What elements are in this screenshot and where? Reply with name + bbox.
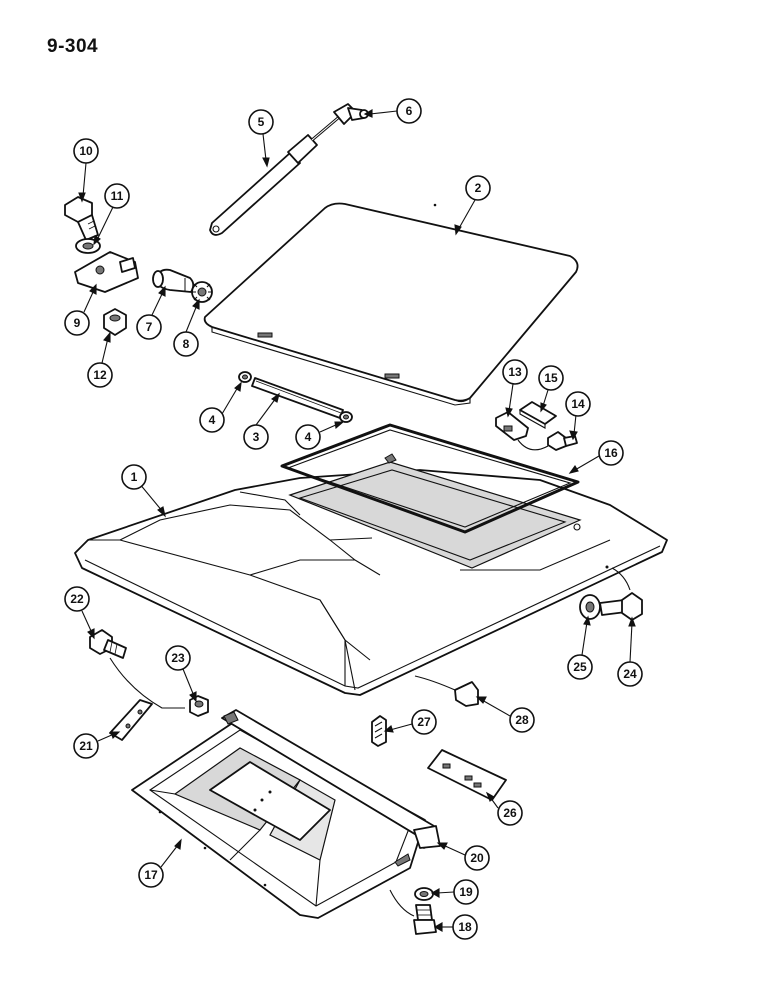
- callout-17: 17: [138, 862, 164, 888]
- svg-text:6: 6: [406, 104, 413, 118]
- callout-25: 25: [567, 654, 593, 680]
- callout-18: 18: [452, 914, 478, 940]
- bracket: [454, 681, 479, 707]
- callout-4a: 4: [199, 407, 225, 433]
- callout-23: 23: [165, 645, 191, 671]
- pivot-pin: [152, 268, 195, 293]
- callout-5: 5: [248, 109, 274, 135]
- bolt: [599, 592, 643, 621]
- callout-10: 10: [73, 138, 99, 164]
- callout-26: 26: [497, 800, 523, 826]
- headliner: [131, 717, 426, 919]
- bolt: [413, 904, 437, 935]
- roof-panel: [74, 461, 668, 696]
- retainer: [238, 371, 353, 423]
- svg-text:28: 28: [515, 713, 529, 727]
- hatch-cover: [203, 202, 579, 406]
- clip: [371, 715, 387, 747]
- callout-13: 13: [502, 359, 528, 385]
- svg-text:1: 1: [131, 470, 138, 484]
- callout-3: 3: [243, 424, 269, 450]
- nut: [103, 308, 127, 336]
- page-number: 9-304: [47, 36, 99, 57]
- washer: [579, 594, 601, 620]
- leader-lines: [78, 109, 636, 932]
- ball-socket: [333, 103, 369, 125]
- callout-16: 16: [598, 440, 624, 466]
- svg-text:26: 26: [503, 806, 517, 820]
- washer: [414, 887, 434, 901]
- callout-4b: 4: [295, 424, 321, 450]
- svg-text:11: 11: [111, 189, 124, 203]
- trim-strip: [221, 709, 441, 849]
- callout-20: 20: [464, 845, 490, 871]
- callout-22: 22: [64, 586, 90, 612]
- plate: [427, 749, 507, 801]
- svg-text:24: 24: [623, 667, 637, 681]
- bolt: [64, 196, 99, 241]
- svg-text:12: 12: [93, 368, 107, 382]
- svg-text:20: 20: [470, 851, 484, 865]
- callout-8: 8: [173, 331, 199, 357]
- svg-text:21: 21: [79, 739, 93, 753]
- svg-text:16: 16: [604, 446, 618, 460]
- svg-text:18: 18: [458, 920, 472, 934]
- callout-15: 15: [538, 365, 564, 391]
- svg-text:25: 25: [573, 660, 587, 674]
- svg-text:9: 9: [74, 316, 81, 330]
- seal: [280, 423, 580, 534]
- callout-2: 2: [465, 175, 491, 201]
- callout-21: 21: [73, 733, 99, 759]
- svg-text:7: 7: [146, 320, 153, 334]
- svg-text:4: 4: [305, 430, 312, 444]
- svg-text:4: 4: [209, 413, 216, 427]
- bracket: [74, 251, 139, 293]
- callout-11: 11: [104, 183, 130, 209]
- svg-text:14: 14: [571, 397, 585, 411]
- svg-text:15: 15: [544, 371, 558, 385]
- svg-text:22: 22: [70, 592, 84, 606]
- svg-text:27: 27: [417, 715, 431, 729]
- callout-9: 9: [64, 310, 90, 336]
- svg-text:5: 5: [258, 115, 265, 129]
- svg-text:10: 10: [79, 144, 93, 158]
- nut: [189, 695, 209, 717]
- gas-strut: [209, 116, 339, 236]
- svg-text:23: 23: [171, 651, 185, 665]
- svg-text:17: 17: [144, 868, 158, 882]
- svg-text:3: 3: [253, 430, 260, 444]
- plate: [109, 699, 153, 741]
- callout-19: 19: [453, 879, 479, 905]
- callout-12: 12: [87, 362, 113, 388]
- callout-14: 14: [565, 391, 591, 417]
- callout-28: 28: [509, 707, 535, 733]
- callout-1: 1: [121, 464, 147, 490]
- callout-7: 7: [136, 314, 162, 340]
- plate: [519, 401, 557, 429]
- svg-text:13: 13: [508, 365, 522, 379]
- callout-6: 6: [396, 98, 422, 124]
- svg-text:2: 2: [475, 181, 482, 195]
- callout-24: 24: [617, 661, 643, 687]
- callout-27: 27: [411, 709, 437, 735]
- bolt: [89, 629, 127, 659]
- svg-text:8: 8: [183, 337, 190, 351]
- svg-text:19: 19: [459, 885, 473, 899]
- lock-washer: [191, 281, 213, 303]
